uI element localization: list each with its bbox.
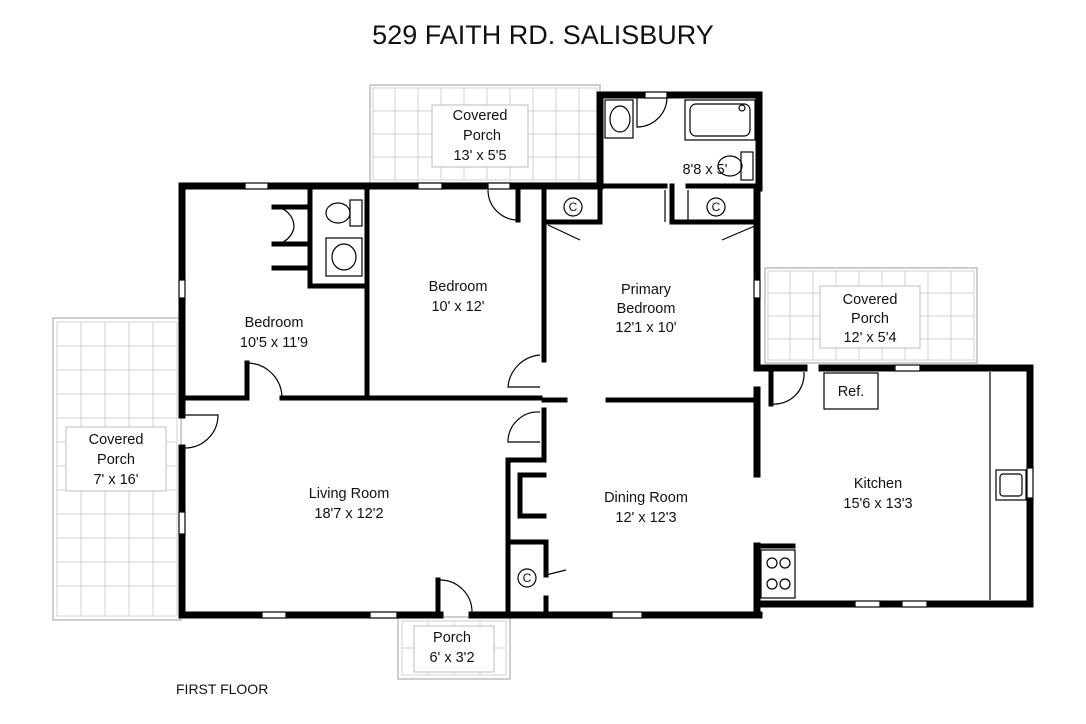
closet-marker-2 [706, 197, 726, 217]
closet-markers: C C C [517, 197, 726, 588]
room-dims: 12' x 12'3 [615, 510, 676, 526]
room-name: Dining Room [604, 490, 688, 506]
room-dims: 8'8 x 5' [682, 162, 727, 178]
floor-label: FIRST FLOOR [176, 681, 268, 697]
room-label-porch-left: Covered Porch 7' x 16' [89, 432, 144, 488]
closet-label-3: C [523, 571, 532, 585]
room-label-bath-top: 8'8 x 5' [682, 162, 727, 178]
room-name: Covered [453, 108, 508, 124]
room-name: Bedroom [429, 279, 488, 295]
porch-right-area [764, 267, 978, 364]
room-name-line1: Covered [89, 432, 144, 448]
room-name: Bedroom [245, 315, 304, 331]
room-dims: 7' x 16' [93, 472, 138, 488]
room-label-bedroom-left: Bedroom 10'5 x 11'9 [240, 315, 308, 351]
porch-top-area [369, 84, 601, 184]
porch-bottom-area [397, 616, 511, 680]
room-dims: 12' x 5'4 [843, 330, 896, 346]
room-label-living-room: Living Room 18'7 x 12'2 [309, 486, 390, 522]
door-swings [182, 96, 805, 613]
closet-label-2: C [712, 200, 721, 214]
room-label-dining-room: Dining Room 12' x 12'3 [604, 490, 688, 526]
room-dims: 10'5 x 11'9 [240, 335, 308, 351]
room-name: Living Room [309, 486, 390, 502]
room-name-line2: Bedroom [617, 301, 676, 317]
room-name-line2: Porch [97, 452, 135, 468]
plan-title: 529 FAITH RD. SALISBURY [372, 20, 714, 50]
room-dims: 18'7 x 12'2 [314, 506, 383, 522]
room-label-primary-bedroom: Primary Bedroom 12'1 x 10' [615, 282, 676, 336]
room-name: Porch [433, 630, 471, 646]
room-label-porch-top: Covered 13' x 5'5 [453, 108, 508, 164]
room-label-bedroom-mid: Bedroom 10' x 12' [429, 279, 488, 315]
room-label-kitchen: Kitchen 15'6 x 13'3 [843, 476, 912, 512]
room-name: Kitchen [854, 476, 902, 492]
bathroom-fixtures [325, 99, 756, 277]
room-name-line1: Primary [621, 282, 672, 298]
room-label-porch-right: Covered Porch 12' x 5'4 [843, 292, 898, 346]
room-name-line1: Covered [843, 292, 898, 308]
room-dims: 13' x 5'5 [453, 148, 506, 164]
refrigerator-box [823, 372, 879, 410]
closet-label-1: C [569, 200, 578, 214]
room-dims: 6' x 3'2 [429, 650, 474, 666]
closet-marker-3 [517, 568, 537, 588]
interior-walls [179, 183, 796, 618]
closet-marker-1 [563, 197, 583, 217]
porch-left-area [52, 317, 182, 621]
refrigerator-label: Ref. [838, 384, 865, 400]
room-label-porch-bottom: Porch 6' x 3'2 [429, 630, 474, 666]
kitchen-fixtures: Ref. [760, 372, 1027, 600]
exterior-walls [178, 91, 1034, 619]
windows [178, 91, 1034, 619]
porch-top-word-fill: Porch [463, 128, 501, 144]
room-dims: 15'6 x 13'3 [843, 496, 912, 512]
room-name-line2: Porch [851, 311, 889, 327]
room-dims: 10' x 12' [431, 299, 484, 315]
room-dims: 12'1 x 10' [615, 320, 676, 336]
